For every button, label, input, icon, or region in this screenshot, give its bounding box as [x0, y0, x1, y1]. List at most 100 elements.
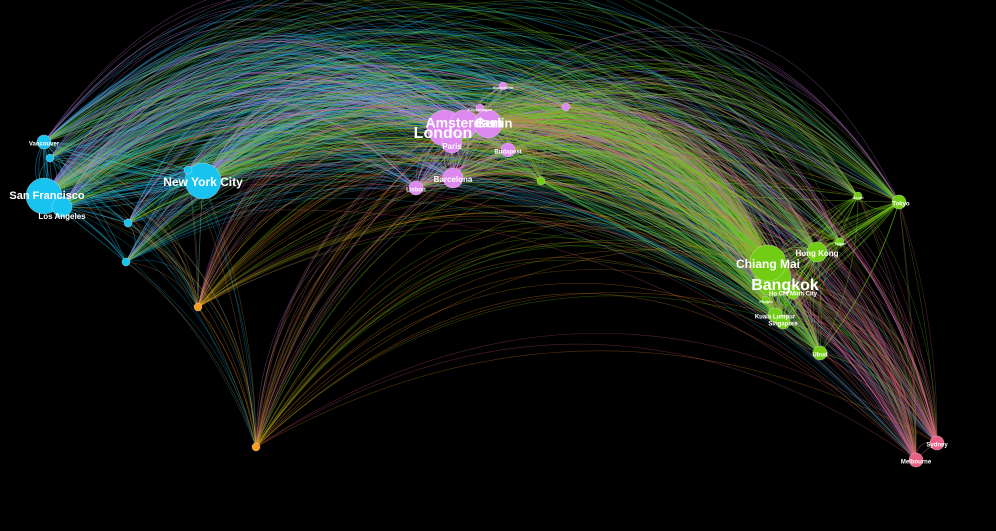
node-buenos-aires[interactable]	[251, 442, 261, 452]
node-copenhagen[interactable]	[475, 103, 485, 113]
edge-vancouver-berlin	[43, 45, 489, 143]
edge-paris-san-francisco	[43, 103, 453, 197]
edge-paris-us-small-4	[49, 32, 453, 159]
node-berlin[interactable]	[473, 109, 503, 139]
edge-bangkok-lisbon	[415, 169, 774, 279]
edge-lisbon-buenos-aires	[255, 187, 417, 448]
node-us-small-2[interactable]	[121, 257, 131, 267]
edge-bangkok-vancouver	[43, 0, 774, 279]
edge-budapest-tokyo	[507, 93, 900, 203]
node-mexico-city[interactable]	[193, 302, 203, 312]
edge-melbourne-buenos-aires	[255, 343, 917, 461]
node-chiang-mai[interactable]	[749, 244, 787, 282]
edge-eu-small-1-us-small-1	[127, 49, 567, 224]
node-barcelona[interactable]	[442, 167, 464, 189]
node-asia-small-1[interactable]	[536, 176, 546, 186]
edge-us-small-4-mexico-city	[49, 157, 199, 308]
edge-us-small-2-taipei	[125, 88, 841, 263]
edge-us-small-4-sydney	[49, 102, 938, 444]
edge-sydney-berlin	[487, 119, 938, 444]
edge-us-small-1-chiang-mai	[127, 72, 769, 264]
edge-amsterdam-kuala-lumpur	[463, 123, 776, 316]
edge-buenos-aires-kuala-lumpur	[255, 292, 776, 448]
edge-new-york-city-barcelona	[202, 108, 454, 182]
edge-berlin-kuala-lumpur	[487, 123, 776, 316]
node-us-small-4[interactable]	[45, 153, 55, 163]
edge-vancouver-copenhagen	[43, 32, 481, 143]
edge-ubud-melbourne	[819, 352, 917, 461]
label-melbourne: Melbourne	[901, 460, 932, 466]
node-los-angeles[interactable]	[51, 196, 73, 218]
node-lisbon[interactable]	[408, 180, 424, 196]
edge-berlin-chiang-mai	[487, 123, 769, 264]
edge-amsterdam-ho-chi-minh-city	[463, 101, 794, 293]
edge-kuala-lumpur-new-york-city	[202, 120, 776, 316]
edge-sydney-taipei	[839, 241, 938, 444]
edge-london-chiang-mai	[444, 114, 769, 264]
edge-bangkok-us-small-3	[187, 128, 774, 279]
edge-ubud-london	[444, 118, 821, 354]
node-tokyo[interactable]	[891, 194, 907, 210]
node-stockholm[interactable]	[498, 81, 508, 91]
edge-sydney-paris	[451, 135, 938, 444]
edge-asia-small-1-us-small-4	[49, 76, 542, 182]
edge-san-francisco-stockholm	[43, 40, 504, 197]
node-us-small-1[interactable]	[123, 218, 133, 228]
edge-chiang-mai-amsterdam	[463, 109, 769, 264]
node-us-small-3[interactable]	[183, 165, 193, 175]
edge-new-york-city-vancouver	[43, 141, 204, 182]
edge-amsterdam-san-francisco	[43, 52, 465, 197]
edge-berlin-chiang-mai	[487, 122, 769, 264]
edge-bangkok-berlin	[487, 123, 774, 279]
edge-bangkok-amsterdam	[463, 120, 774, 279]
edge-amsterdam-buenos-aires	[255, 123, 465, 448]
node-eu-small-1[interactable]	[561, 102, 571, 112]
edge-asia-small-1-lisbon	[415, 155, 542, 189]
edge-hong-kong-san-francisco	[43, 57, 818, 253]
edge-lisbon-los-angeles	[61, 96, 417, 208]
node-seoul[interactable]	[853, 191, 863, 201]
edge-berlin-ho-chi-minh-city	[487, 115, 794, 293]
node-sydney[interactable]	[929, 435, 945, 451]
node-melbourne[interactable]	[908, 452, 924, 468]
node-ubud[interactable]	[812, 345, 828, 361]
edge-phuket-new-york-city	[202, 158, 767, 301]
node-phuket[interactable]	[761, 295, 771, 305]
edge-chiang-mai-barcelona	[452, 151, 769, 264]
edge-berlin-new-york-city	[202, 88, 489, 182]
edge-san-francisco-amsterdam	[43, 100, 465, 197]
edge-new-york-city-sydney	[202, 116, 938, 444]
edge-berlin-bangkok	[487, 106, 774, 279]
edge-us-small-4-singapore	[49, 44, 784, 323]
edge-melbourne-san-francisco	[43, 156, 917, 461]
node-singapore[interactable]	[775, 314, 791, 330]
label-new-york-city: New York City	[163, 175, 243, 189]
edge-san-francisco-copenhagen	[43, 54, 481, 197]
edge-berlin-los-angeles	[61, 46, 489, 208]
node-ho-chi-minh-city[interactable]	[785, 284, 801, 300]
node-taipei[interactable]	[835, 237, 845, 247]
node-budapest[interactable]	[500, 142, 516, 158]
edge-paris-ho-chi-minh-city	[451, 134, 794, 293]
edge-seoul-budapest	[507, 75, 859, 197]
edge-chiang-mai-london	[444, 107, 769, 264]
node-paris[interactable]	[441, 132, 463, 154]
edge-san-francisco-london	[43, 44, 446, 197]
edge-new-york-city-tokyo	[202, 73, 900, 203]
edge-tokyo-us-small-1	[127, 113, 900, 224]
node-vancouver[interactable]	[36, 134, 52, 150]
edge-hong-kong-buenos-aires	[255, 226, 818, 448]
edge-sydney-san-francisco	[43, 64, 938, 444]
edge-vancouver-us-small-1	[43, 141, 129, 224]
edge-london-san-francisco	[43, 55, 446, 197]
node-new-york-city[interactable]	[184, 162, 222, 200]
edge-hong-kong-vancouver	[43, 69, 818, 253]
node-hong-kong[interactable]	[806, 241, 828, 263]
label-berlin: Berlin	[476, 115, 513, 130]
edge-paris-seoul	[451, 60, 859, 197]
edge-bangkok-new-york-city	[202, 138, 774, 279]
edge-lisbon-us-small-1	[127, 141, 417, 224]
edge-mexico-city-kuala-lumpur	[197, 172, 776, 316]
edge-mexico-city-london	[197, 127, 446, 308]
edge-lisbon-chiang-mai	[415, 165, 769, 264]
